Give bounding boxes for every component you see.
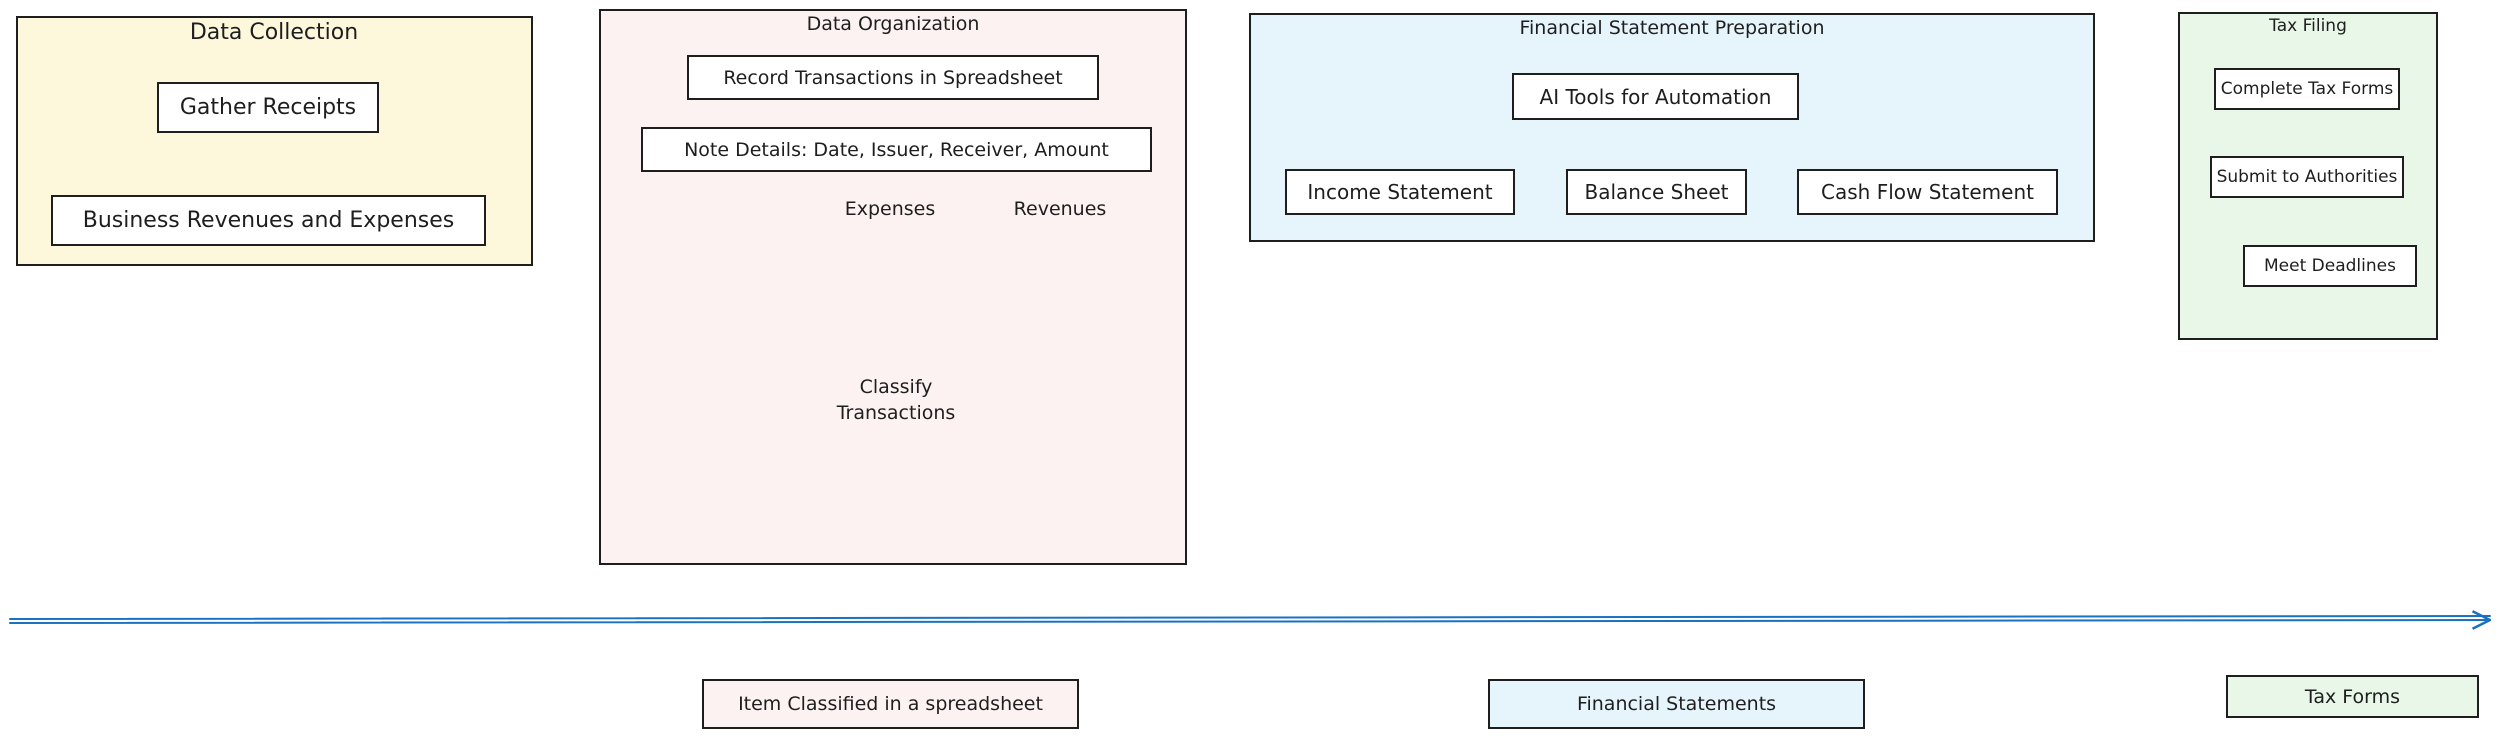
income-statement-box: Income Statement [1285,169,1515,215]
item-classified-output: Item Classified in a spreadsheet [702,679,1079,729]
classify-line-2: Transactions [836,402,956,424]
tax-forms-output: Tax Forms [2226,675,2479,718]
record-transactions-box: Record Transactions in Spreadsheet [687,55,1099,100]
classify-line-1: Classify [859,376,933,398]
financial-statement-title: Financial Statement Preparation [1519,17,1825,39]
tax-filing-title: Tax Filing [2269,16,2347,36]
data-collection-title: Data Collection [189,20,359,45]
data-organization-panel [599,9,1187,565]
expenses-label: Expenses [844,198,936,220]
revenues-label: Revenues [1013,198,1107,220]
data-organization-title: Data Organization [806,13,980,35]
timeline-line-bottom [9,620,2490,623]
gather-receipts-box: Gather Receipts [157,82,379,133]
submit-to-authorities-box: Submit to Authorities [2210,156,2404,198]
note-details-box: Note Details: Date, Issuer, Receiver, Am… [641,127,1152,172]
financial-statements-output: Financial Statements [1488,679,1865,729]
meet-deadlines-box: Meet Deadlines [2243,245,2417,287]
complete-tax-forms-box: Complete Tax Forms [2214,68,2400,110]
classify-transactions-label: Classify Transactions [837,374,956,426]
balance-sheet-box: Balance Sheet [1566,169,1747,215]
ai-tools-box: AI Tools for Automation [1512,73,1799,120]
timeline-line-top [9,615,2491,620]
cash-flow-box: Cash Flow Statement [1797,169,2058,215]
business-revenues-box: Business Revenues and Expenses [51,195,486,246]
